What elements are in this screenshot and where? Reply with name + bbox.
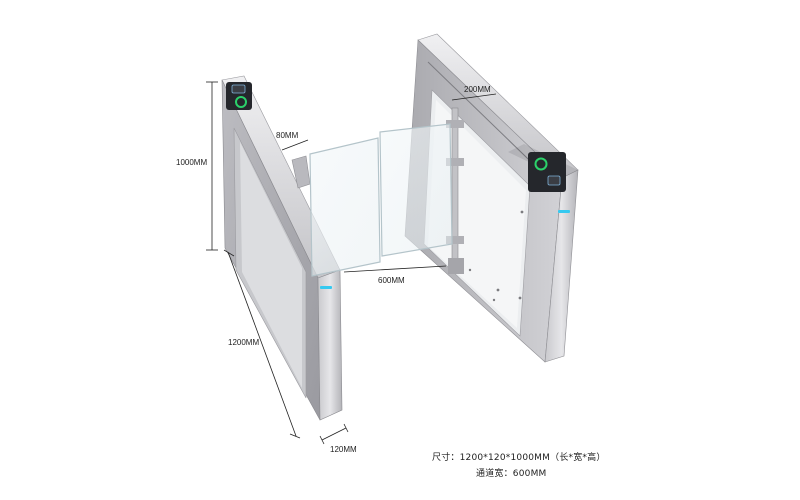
green-indicator-ring-icon — [534, 157, 548, 171]
dim-bottom-width-label: 120MM — [330, 445, 357, 454]
dim-height-label: 1000MM — [176, 158, 207, 167]
dim-channel-label: 600MM — [378, 276, 405, 285]
left-cabinet — [221, 75, 343, 421]
dimension-lines — [206, 81, 497, 445]
spec-channel-text: 通道宽：600MM — [476, 469, 547, 479]
card-reader-icon-left — [231, 84, 246, 94]
card-reader-icon — [547, 175, 561, 186]
dim-top-width-label: 200MM — [464, 85, 491, 94]
left-glass-wing — [309, 137, 381, 277]
cyan-light-icon — [558, 210, 570, 213]
cyan-light-icon-left — [320, 286, 332, 289]
right-swing-arm — [379, 107, 464, 274]
spec-size-text: 尺寸：1200*120*1000MM（长*宽*高） — [432, 453, 606, 463]
dim-arm-width-label: 80MM — [276, 131, 299, 140]
green-indicator-ring-icon-left — [235, 96, 247, 108]
dim-length-label: 1200MM — [228, 338, 259, 347]
